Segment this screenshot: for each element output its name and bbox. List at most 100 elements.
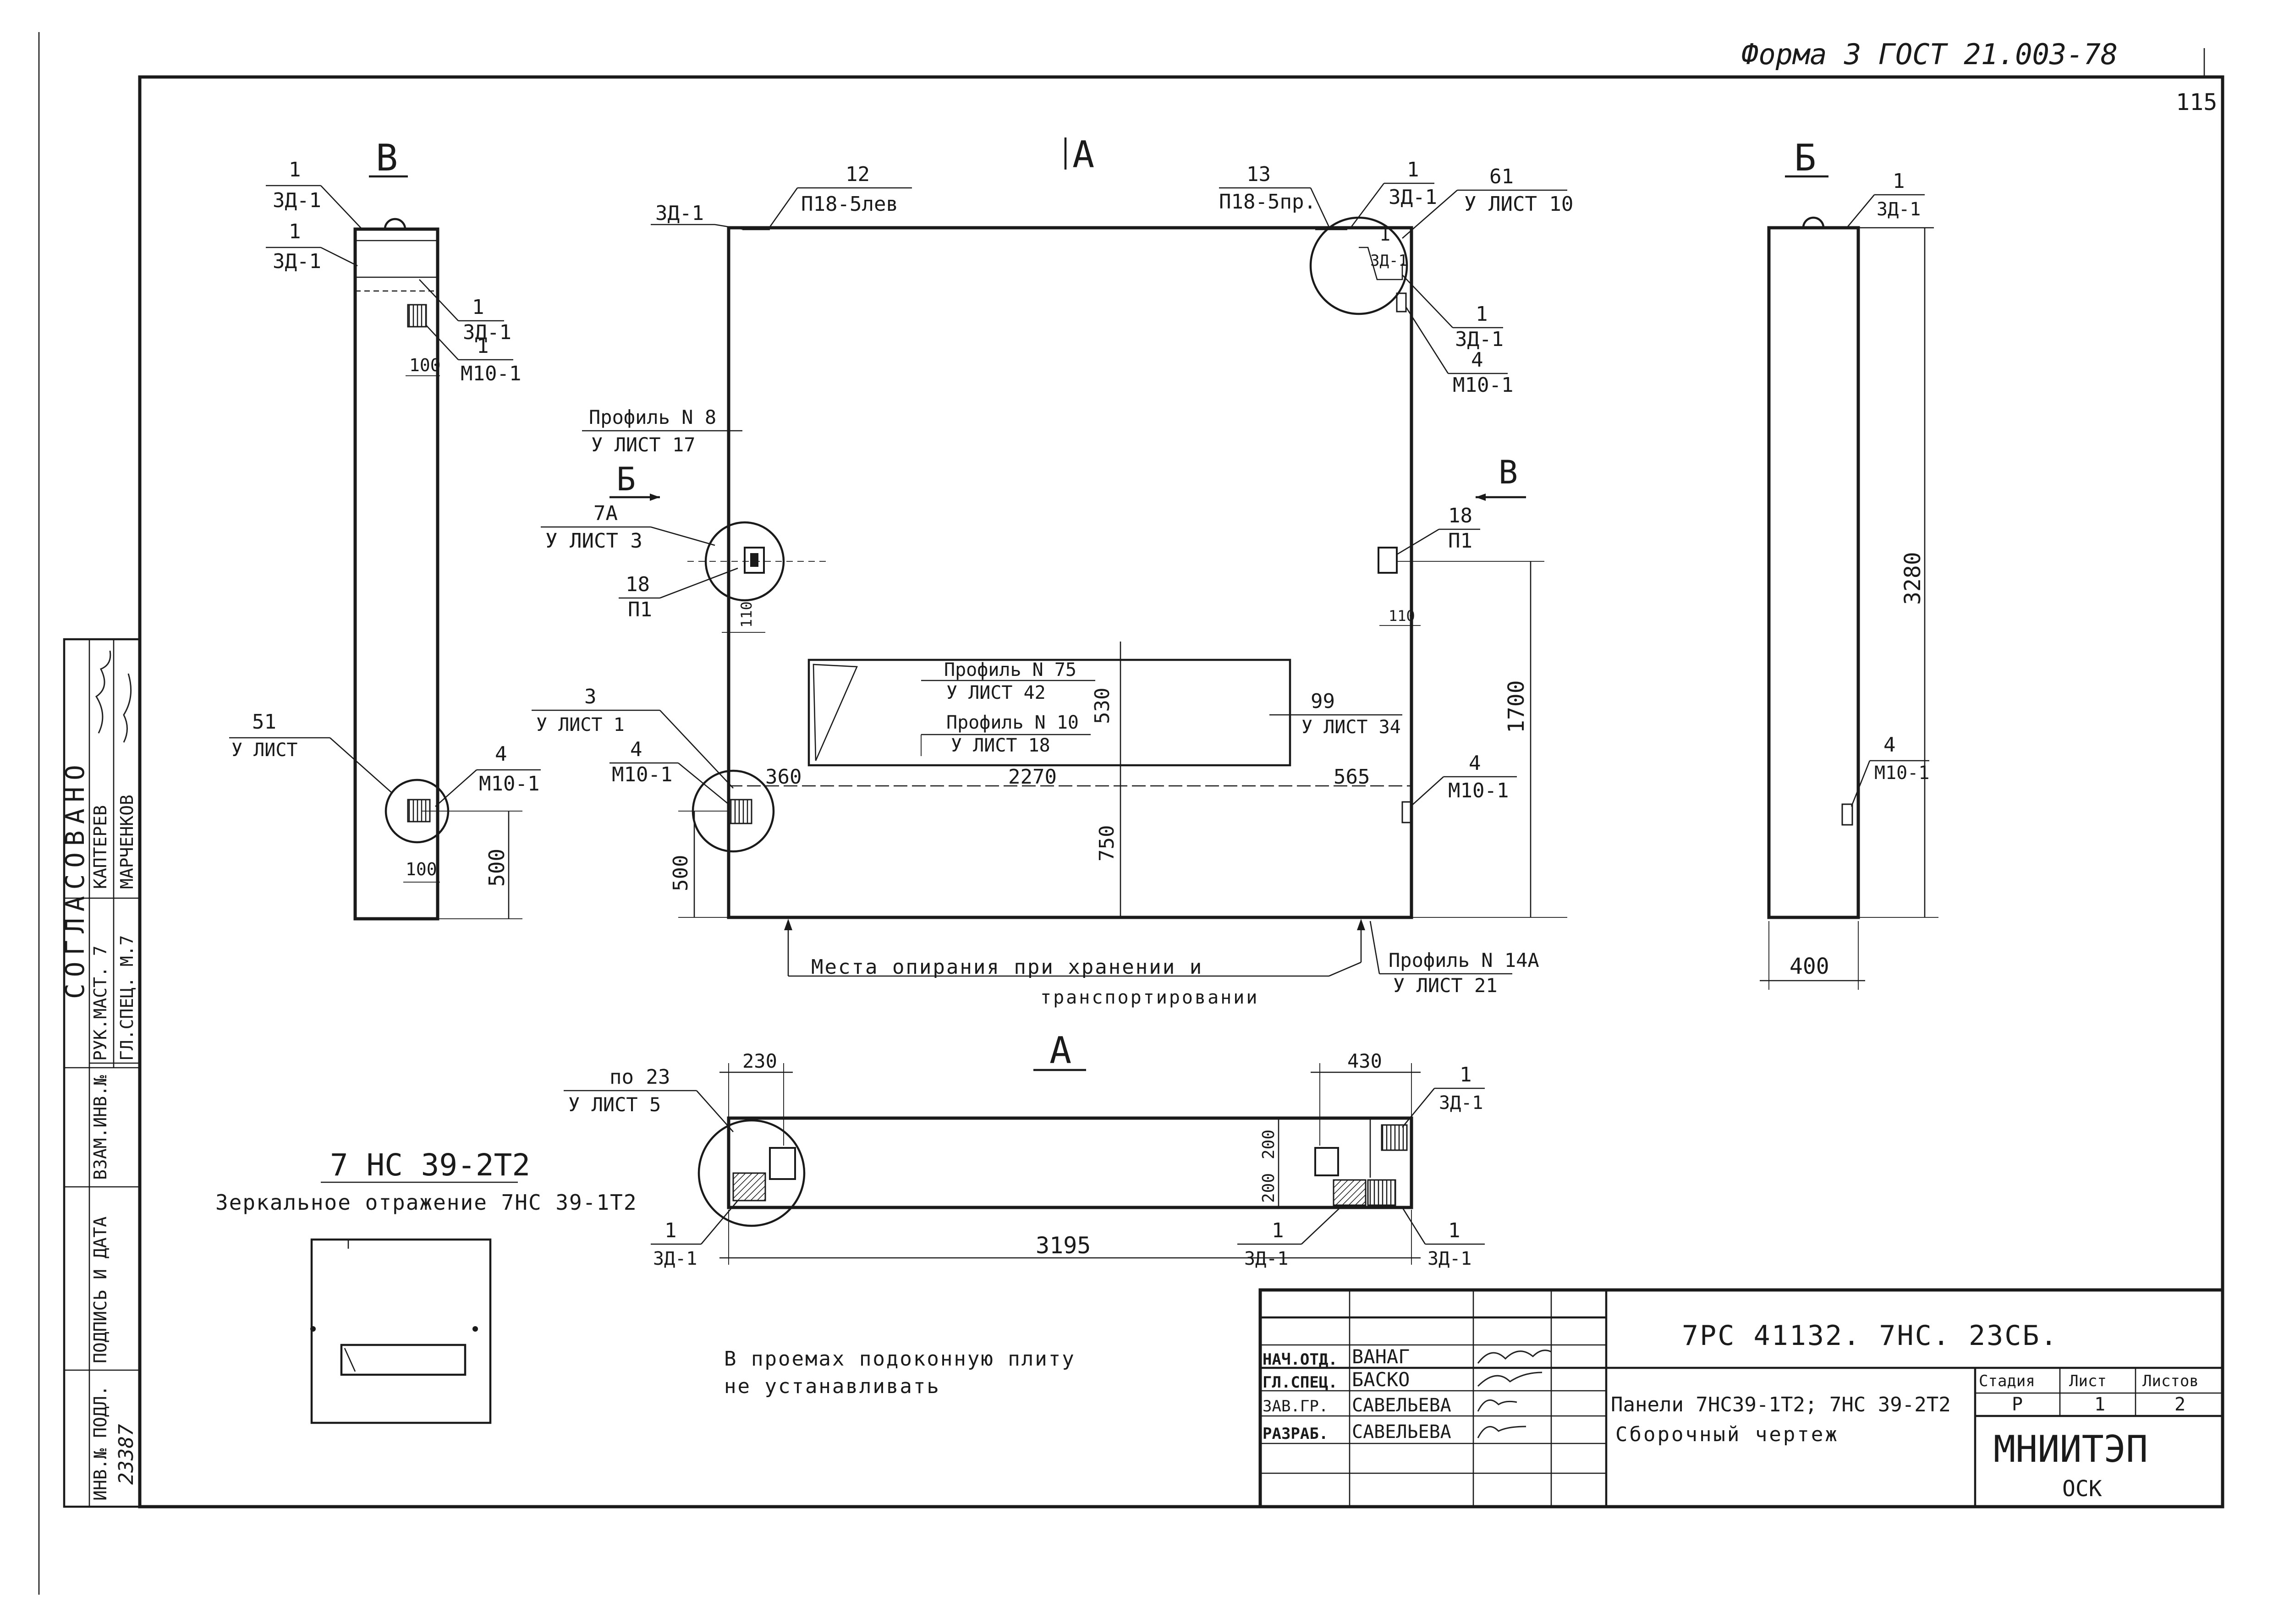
sheets-value: 2 (2174, 1394, 2185, 1415)
f-callout-13-den: П18-5пр. (1219, 190, 1316, 214)
v-callout-1a-num: 1 (289, 158, 301, 181)
p-dim-430: 430 (1347, 1050, 1382, 1072)
f-dim-530: 530 (1091, 688, 1114, 724)
approval-role-1: РУК.МАСТ. 7 (90, 945, 110, 1061)
p-callout-1tr-den: 3Д-1 (1439, 1092, 1483, 1114)
f-prof10-den: У ЛИСТ 18 (951, 735, 1050, 756)
department: ОСК (2062, 1476, 2102, 1502)
v-callout-51-den: У ЛИСТ (231, 740, 298, 761)
b-dim-3280: 3280 (1900, 552, 1926, 605)
staff-name-3: САВЕЛЬЕВА (1352, 1395, 1451, 1416)
p-callout-1br-den: 3Д-1 (1427, 1248, 1471, 1269)
staff-name-2: БАСКО (1352, 1368, 1410, 1391)
f-callout-12-den: П18-5лев (801, 192, 898, 216)
mirror-thumbnail (310, 1238, 492, 1424)
f-inner-3d1: 3Д-1 (1370, 252, 1408, 270)
staff-role-3: ЗАВ.ГР. (1263, 1397, 1328, 1416)
p-callout-1bm-den: 3Д-1 (1244, 1248, 1288, 1269)
v-callout-4-num: 4 (495, 742, 507, 766)
f-prof10-num: Профиль N 10 (946, 712, 1079, 733)
v-callout-51-num: 51 (252, 710, 276, 734)
staff-role-4: РАЗРАБ. (1263, 1425, 1328, 1443)
f-dim-500: 500 (669, 855, 692, 891)
section-v-marker: В (1499, 454, 1518, 491)
f-callout-61-num: 61 (1489, 165, 1514, 188)
p-dim-230: 230 (742, 1050, 777, 1072)
drawing-type: Сборочный чертеж (1615, 1423, 1839, 1446)
f-callout-r4-den: М10-1 (1453, 373, 1513, 397)
v-callout-1a-den: 3Д-1 (273, 189, 321, 212)
f-prof75-num: Профиль N 75 (944, 659, 1076, 680)
approval-name-2: МАРЧЕНКОВ (117, 795, 137, 889)
f-prof75-den: У ЛИСТ 42 (946, 682, 1046, 703)
p-callout-1tr-num: 1 (1460, 1063, 1472, 1086)
inv-col-2: ПОДПИСЬ И ДАТА (90, 1217, 110, 1363)
f-callout-13-num: 13 (1246, 163, 1271, 186)
p-callout-23-den: У ЛИСТ 5 (568, 1093, 661, 1116)
p-callout-23-num: по 23 (609, 1065, 670, 1089)
inv-col-3: ВЗАМ.ИНВ.№ (90, 1075, 110, 1180)
mirror-subtitle: Зеркальное отражение 7НС 39-1Т2 (215, 1190, 637, 1215)
p-callout-1bm-num: 1 (1272, 1219, 1284, 1242)
f-prof14-den: У ЛИСТ 21 (1393, 974, 1498, 997)
f-callout-4l-den: М10-1 (612, 763, 672, 786)
mirror-title: 7 НС 39-2Т2 (330, 1147, 530, 1183)
plan-title: А (1049, 1029, 1071, 1072)
v-dim-100a: 100 (409, 355, 441, 375)
f-dim-2270: 2270 (1008, 765, 1057, 789)
approval-title: СОГЛАСОВАНО (60, 758, 90, 999)
f-callout-4r-den: М10-1 (1448, 779, 1509, 802)
plan-view: А 230 430 по 23 У ЛИСТ 5 1 3Д-1 200 200 … (564, 1029, 1485, 1269)
f-callout-1-tr-num: 1 (1407, 158, 1419, 181)
f-prof8-num: Профиль N 8 (589, 406, 716, 428)
v-callout-m10-den: М10-1 (461, 362, 521, 385)
b-callout-4-num: 4 (1883, 733, 1896, 757)
f-callout-18l-den: П1 (628, 598, 652, 621)
f-callout-r4-num: 4 (1471, 348, 1483, 372)
f-inner-1: 1 (1379, 224, 1390, 245)
f-dim-565: 565 (1334, 765, 1370, 789)
f-callout-4l-num: 4 (630, 738, 642, 761)
f-dim-1700: 1700 (1504, 680, 1529, 733)
f-dim-750: 750 (1095, 825, 1119, 861)
f-callout-4r-num: 4 (1469, 752, 1481, 775)
stage-header: Стадия (1979, 1372, 2035, 1390)
inv-col-1: ИНВ.№ ПОДЛ. (90, 1385, 110, 1501)
f-callout-r1-den: 3Д-1 (1455, 328, 1504, 351)
f-callout-99-den: У ЛИСТ 34 (1301, 717, 1401, 738)
f-callout-7a-den: У ЛИСТ 3 (545, 529, 642, 553)
v-callout-1c-num: 1 (472, 296, 484, 319)
sheet-value: 1 (2094, 1394, 2105, 1415)
f-callout-3-den: У ЛИСТ 1 (536, 714, 625, 735)
v-callout-m10-num: 1 (477, 335, 489, 358)
p-dim-3195: 3195 (1036, 1232, 1091, 1259)
f-callout-61-den: У ЛИСТ 10 (1464, 192, 1573, 216)
header: Форма 3 ГОСТ 21.003-78 115 (1741, 38, 2217, 115)
form-reference: Форма 3 ГОСТ 21.003-78 (1741, 38, 2118, 71)
f-callout-12-num: 12 (846, 163, 870, 186)
section-b-marker: Б (616, 461, 636, 498)
p-dim-200b: 200 (1259, 1130, 1278, 1159)
staff-name-1: ВАНАГ (1352, 1345, 1410, 1368)
f-callout-1-tr-den: 3Д-1 (1389, 186, 1437, 209)
f-callout-r1-num: 1 (1476, 302, 1488, 326)
f-callout-3-num: 3 (584, 685, 597, 708)
installation-note: В проемах подоконную плиту не устанавлив… (724, 1347, 1074, 1398)
v-dim-100b: 100 (406, 859, 437, 879)
approval-role-2: ГЛ.СПЕЦ. М.7 (117, 935, 137, 1061)
front-view: А 3Д-1 12 П18-5лев 13 П18-5пр. 1 (532, 133, 1573, 1008)
staff-role-1: НАЧ.ОТД. (1263, 1350, 1338, 1369)
sheet-number: 115 (2176, 89, 2217, 115)
f-callout-18r-num: 18 (1448, 504, 1472, 527)
note-line-2: не устанавливать (724, 1375, 940, 1398)
b-dim-400: 400 (1790, 954, 1829, 979)
f-prof14-num: Профиль N 14А (1389, 949, 1539, 971)
title-block: 7РС 41132. 7НС. 23СБ. НАЧ.ОТД. ВАНАГ ГЛ.… (1258, 1288, 2224, 1509)
v-callout-1c-den: 3Д-1 (463, 321, 511, 344)
view-v-title: В (376, 137, 398, 179)
f-prof8-den: У ЛИСТ 17 (591, 433, 696, 456)
support-note-1: Места опирания при хранении и (811, 955, 1203, 979)
p-callout-1br-num: 1 (1448, 1219, 1460, 1242)
f-callout-99-num: 99 (1311, 690, 1335, 713)
